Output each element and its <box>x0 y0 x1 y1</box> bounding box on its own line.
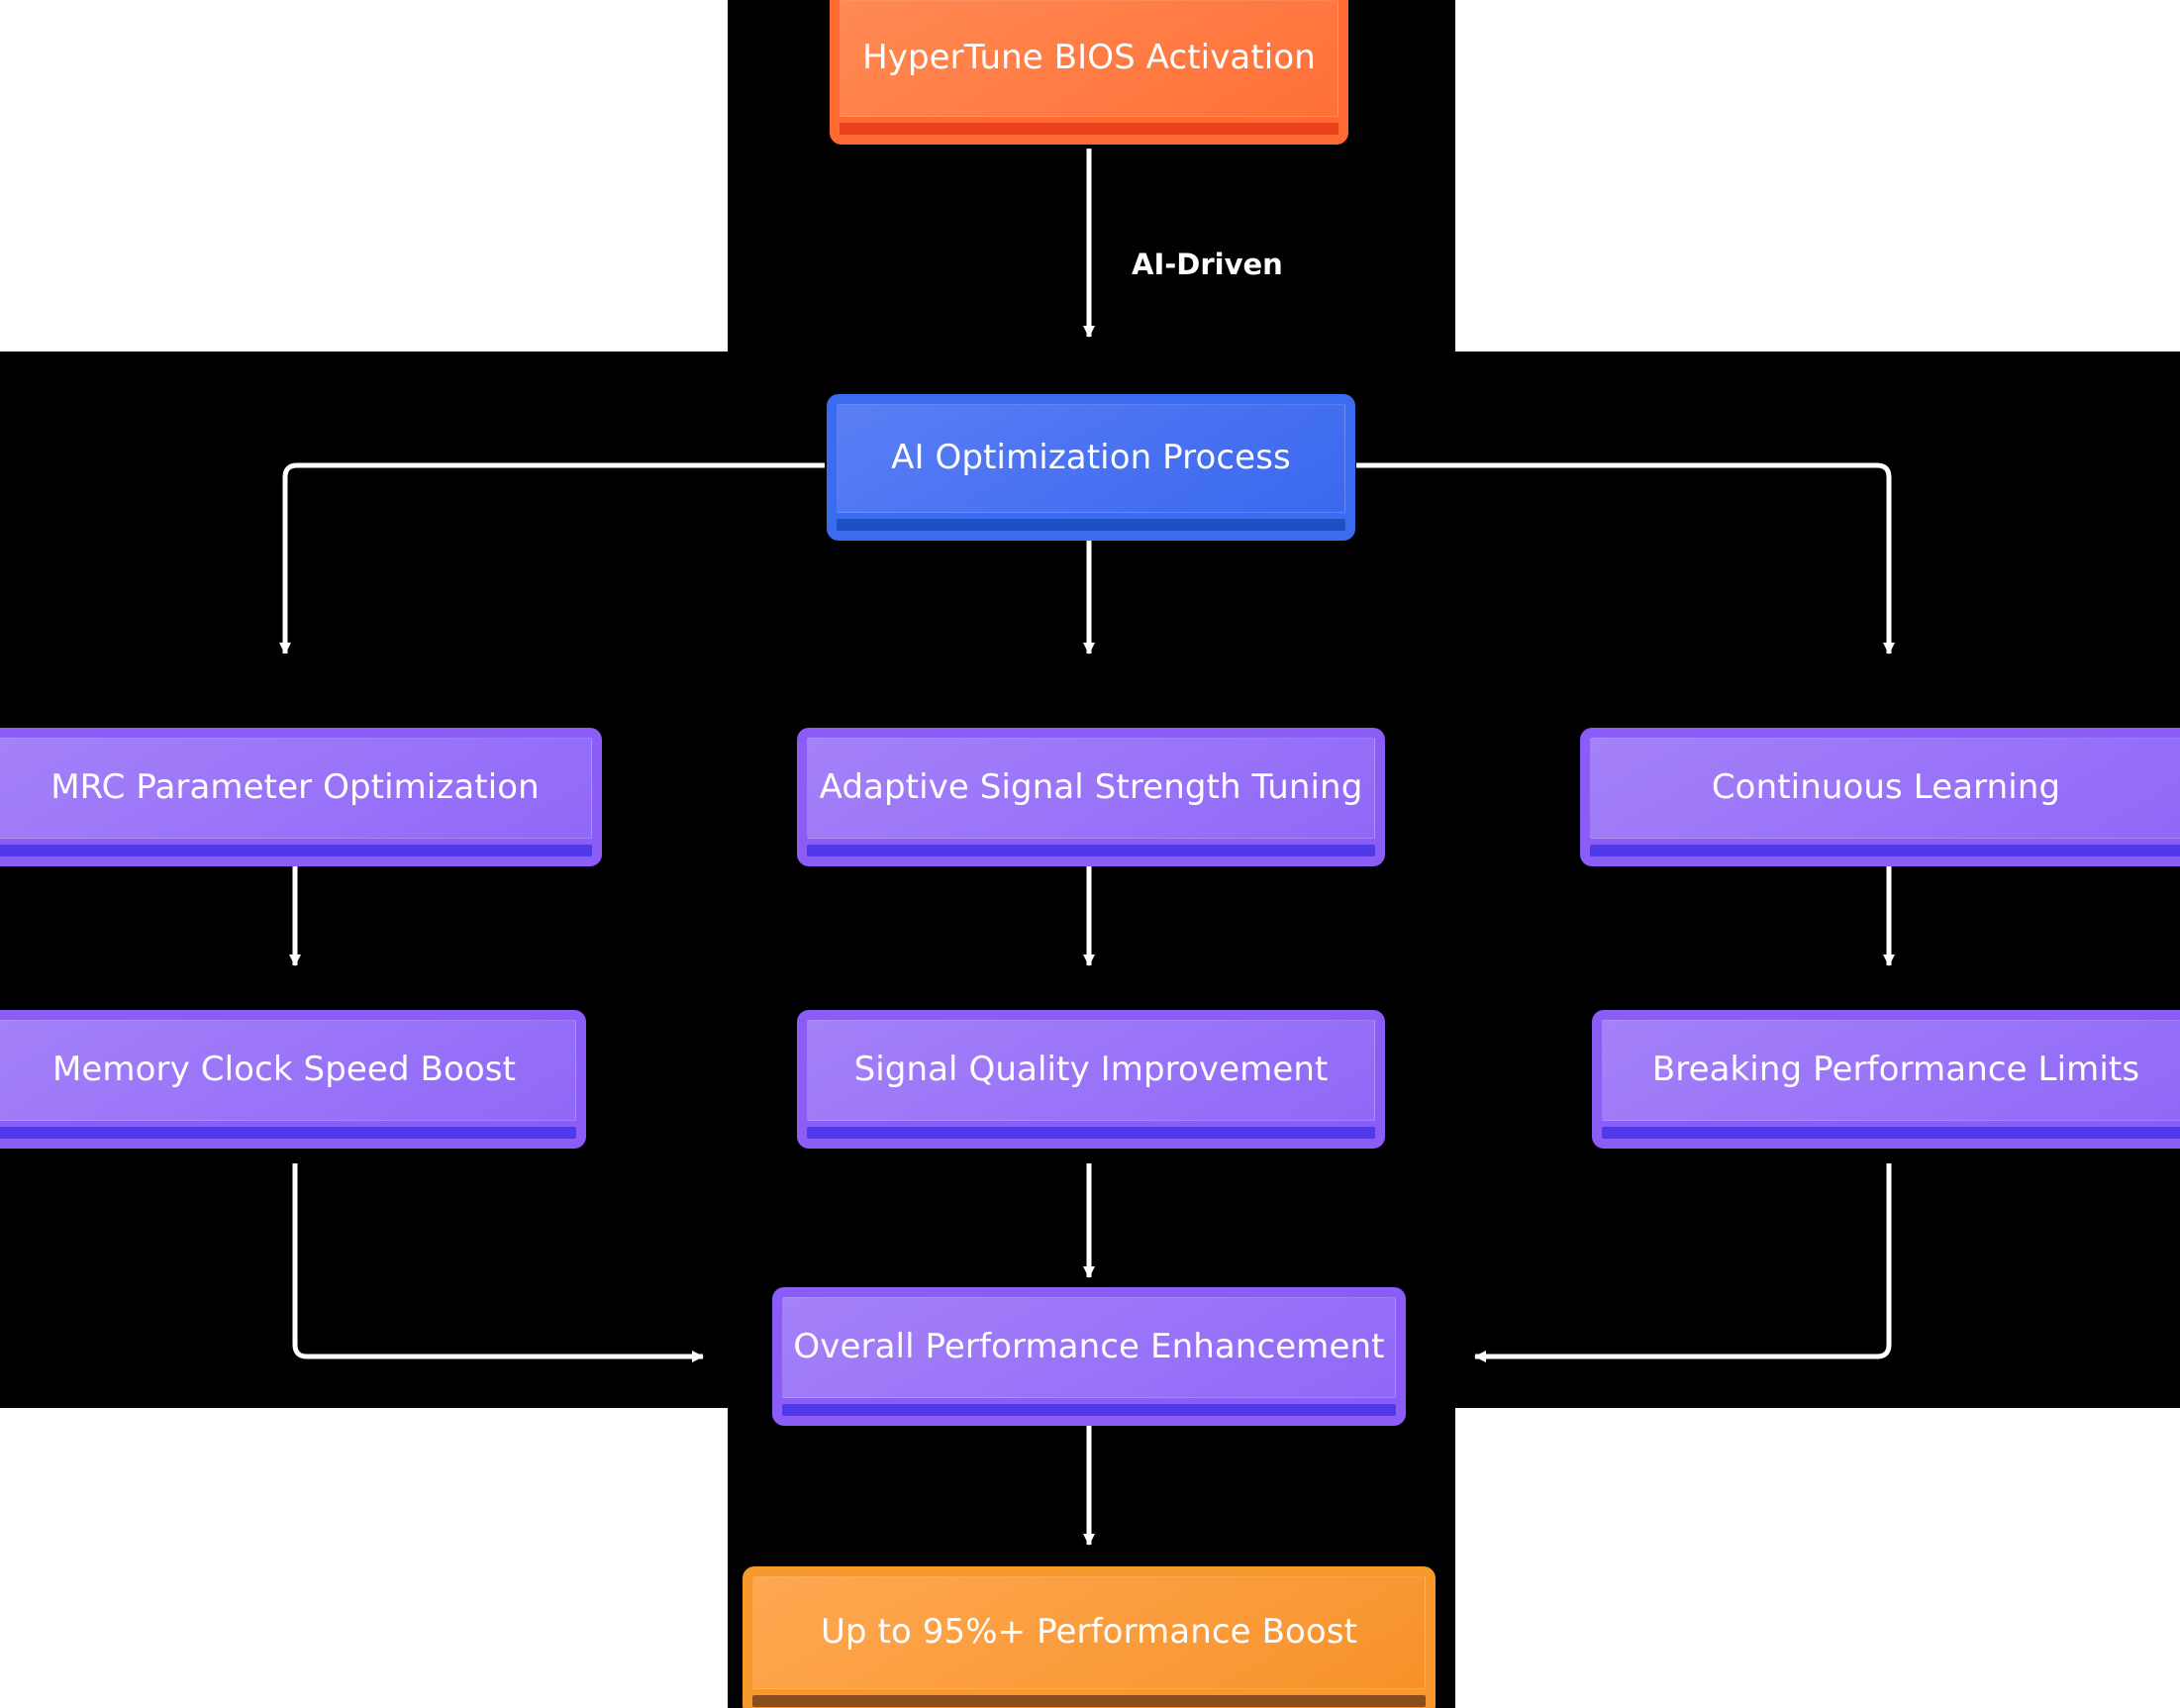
node-body: Memory Clock Speed Boost <box>0 1020 576 1121</box>
node-accent-bar <box>1602 1127 2180 1139</box>
edge-label-ai-driven: AI-Driven <box>1132 248 1283 281</box>
node-accent-bar <box>837 519 1345 531</box>
node-body: Breaking Performance Limits <box>1602 1020 2180 1121</box>
node-ai-optimization-process[interactable]: AI Optimization Process <box>827 394 1355 541</box>
node-overall-performance-enhancement[interactable]: Overall Performance Enhancement <box>772 1287 1406 1426</box>
node-label: Adaptive Signal Strength Tuning <box>819 767 1363 808</box>
node-accent-bar <box>0 1127 576 1139</box>
node-body: MRC Parameter Optimization <box>0 738 592 839</box>
node-label: Breaking Performance Limits <box>1651 1050 2140 1090</box>
node-label: Continuous Learning <box>1711 767 2061 808</box>
node-accent-bar <box>0 845 592 856</box>
node-accent-bar <box>752 1695 1426 1707</box>
edge-ai-to-mrc <box>279 462 825 654</box>
node-body: Signal Quality Improvement <box>807 1020 1375 1121</box>
node-label: AI Optimization Process <box>891 438 1291 478</box>
node-performance-boost-result[interactable]: Up to 95%+ Performance Boost <box>743 1566 1436 1708</box>
node-mrc-parameter-optimization[interactable]: MRC Parameter Optimization <box>0 728 602 866</box>
node-body: HyperTune BIOS Activation <box>840 0 1338 117</box>
node-label: Signal Quality Improvement <box>853 1050 1329 1090</box>
node-label: Overall Performance Enhancement <box>793 1327 1385 1367</box>
node-body: Continuous Learning <box>1590 738 2180 839</box>
node-accent-bar <box>840 123 1338 135</box>
edge-ai-to-continuous <box>1356 462 1895 654</box>
node-hypertune-bios-activation[interactable]: HyperTune BIOS Activation <box>830 0 1348 145</box>
node-accent-bar <box>782 1404 1396 1416</box>
node-body: Adaptive Signal Strength Tuning <box>807 738 1375 839</box>
node-body: Overall Performance Enhancement <box>782 1297 1396 1398</box>
node-body: Up to 95%+ Performance Boost <box>752 1576 1426 1689</box>
node-adaptive-signal-strength-tuning[interactable]: Adaptive Signal Strength Tuning <box>797 728 1385 866</box>
node-label: MRC Parameter Optimization <box>50 767 540 808</box>
node-accent-bar <box>807 1127 1375 1139</box>
node-accent-bar <box>1590 845 2180 856</box>
node-continuous-learning[interactable]: Continuous Learning <box>1580 728 2180 866</box>
node-body: AI Optimization Process <box>837 404 1345 513</box>
node-memory-clock-speed-boost[interactable]: Memory Clock Speed Boost <box>0 1010 586 1149</box>
node-breaking-performance-limits[interactable]: Breaking Performance Limits <box>1592 1010 2180 1149</box>
node-accent-bar <box>807 845 1375 856</box>
edge-memclock-to-overall <box>292 1163 704 1362</box>
node-label: HyperTune BIOS Activation <box>862 38 1316 78</box>
node-signal-quality-improvement[interactable]: Signal Quality Improvement <box>797 1010 1385 1149</box>
node-label: Memory Clock Speed Boost <box>51 1050 517 1090</box>
edge-breaking-to-overall <box>1474 1163 1892 1362</box>
node-label: Up to 95%+ Performance Boost <box>820 1612 1358 1653</box>
